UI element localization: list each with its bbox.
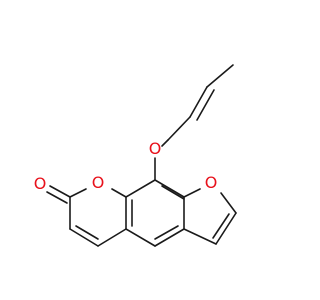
- bond-c4-c3a: [154, 228, 185, 247]
- atom-o-carbonyl: O: [34, 174, 47, 193]
- bond-c4-c3a-inner: [154, 225, 179, 240]
- atom-o-ether: O: [149, 139, 162, 158]
- bond-chain-double-b: [196, 89, 215, 121]
- bond-chain-ch2: [167, 116, 191, 141]
- bond-chain-oxygen: [161, 139, 169, 147]
- bond-chain-ch3: [206, 64, 234, 88]
- bond-furan-double: [215, 212, 237, 245]
- furan-ring: [183, 188, 237, 245]
- bond-carbonyl-a: [49, 185, 71, 198]
- atom-o-pyrone: O: [92, 173, 105, 192]
- bond-carbonyl-b: [46, 191, 68, 204]
- bond-c8a-o-furan: [183, 188, 201, 198]
- bond-c3-c4-inner: [75, 225, 99, 240]
- bond-c9-c8a: [154, 179, 185, 198]
- atom-labels: O O O O: [34, 139, 218, 193]
- bond-o1-c2: [69, 188, 87, 198]
- bond-c9-c9a: [125, 179, 156, 198]
- bond-c9a-o1: [111, 188, 127, 198]
- benzene-ring: [125, 157, 185, 247]
- pyrone-ring: [46, 185, 127, 247]
- bond-furan-double-inner: [212, 213, 230, 239]
- butenyl-chain: [161, 64, 234, 147]
- bond-furan-c3a: [183, 228, 217, 245]
- bond-c3-c4: [69, 228, 99, 247]
- bond-c4-c4a: [97, 228, 127, 247]
- bond-c8a-c8a-inner: [161, 185, 185, 200]
- atom-o-furan: O: [205, 173, 218, 192]
- bond-o-furan-c: [220, 192, 237, 214]
- bond-c4a-c4: [125, 228, 156, 247]
- molecule-structure: O O O O: [34, 64, 237, 247]
- bond-chain-double-a: [189, 86, 208, 118]
